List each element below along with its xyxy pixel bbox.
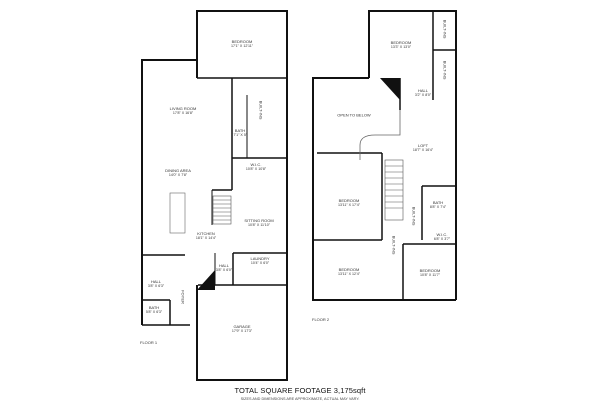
floor-2-label: FLOOR 2 [312, 317, 330, 322]
room-label: W.I.C.6'8" x 3'7" [433, 232, 451, 241]
floor1-walls [141, 10, 288, 381]
disclaimer: SIZES AND DIMENSIONS ARE APPROXIMATE, AC… [240, 397, 360, 401]
total-square-footage: TOTAL SQUARE FOOTAGE 3,175sqft [234, 386, 366, 395]
room-label: W.I.C.10'8" x 10'8" [245, 162, 267, 171]
room-label: BUILT-INS [411, 206, 417, 226]
room-label: FOYER [180, 290, 186, 304]
room-label: OPEN TO BELOW [337, 112, 371, 118]
floor2-walls [312, 10, 457, 301]
room-label: BUILT-INS [258, 100, 264, 120]
floor-1-label: FLOOR 1 [140, 340, 158, 345]
room-label: BUILT-INS [391, 235, 397, 255]
room-label: BUILT-INS [442, 19, 448, 39]
room-label: BUILT-INS [442, 60, 448, 80]
